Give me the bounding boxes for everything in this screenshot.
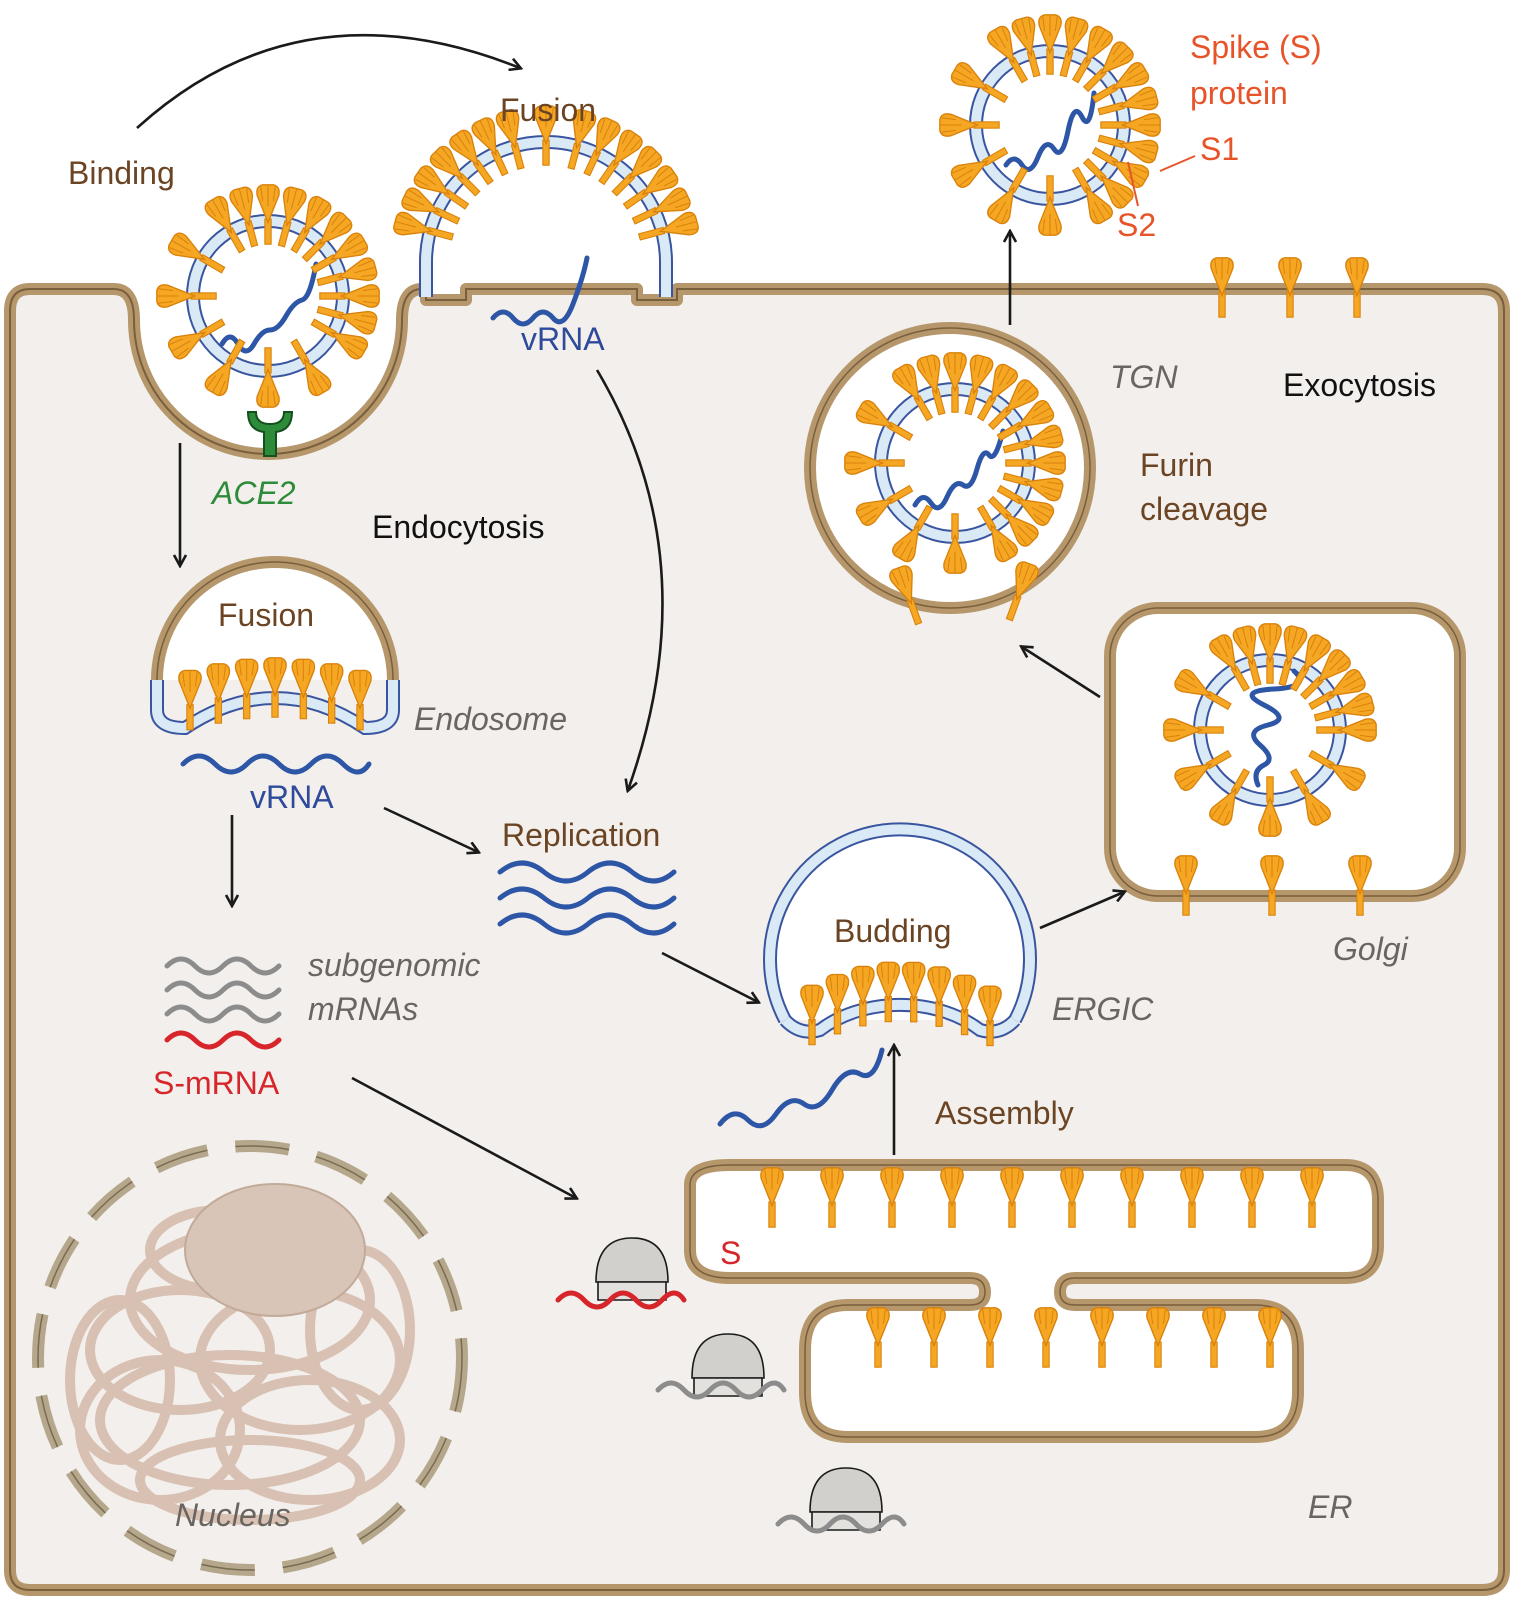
s1-label: S1	[1200, 131, 1239, 167]
spike-protein-label-2: protein	[1190, 75, 1288, 111]
budding-label: Budding	[834, 913, 951, 949]
s-er-label: S	[720, 1235, 741, 1271]
ace2-receptor-icon	[246, 411, 294, 457]
arrows	[136, 33, 1124, 1198]
arrow-replication-to-ergic	[661, 951, 758, 1002]
ergic	[717, 822, 1037, 1129]
s-mrna-label: S-mRNA	[153, 1065, 280, 1101]
tgn-vesicle	[804, 322, 1096, 629]
ribosome-icon	[775, 1467, 907, 1534]
s2-label: S2	[1117, 207, 1156, 243]
vrna-top-label: vRNA	[521, 321, 605, 357]
binding-virion	[156, 184, 380, 408]
endosome	[150, 556, 400, 775]
furin-label-1: Furin	[1140, 447, 1213, 483]
tgn-label: TGN	[1110, 359, 1178, 395]
golgi-label: Golgi	[1333, 931, 1409, 967]
endocytosis-label: Endocytosis	[372, 509, 545, 545]
subgenomic-label-1: subgenomic	[308, 947, 481, 983]
fusion-top-label: Fusion	[500, 92, 596, 128]
replication-label: Replication	[502, 817, 660, 853]
arrow-ergic-to-golgi	[1039, 892, 1124, 930]
arrow-smrna-to-er	[351, 1076, 576, 1198]
ace2-label: ACE2	[210, 475, 296, 511]
arrow-binding-to-fusion	[136, 33, 520, 129]
golgi	[1104, 602, 1466, 916]
exocytosis-label: Exocytosis	[1283, 367, 1436, 403]
ribosome-icon	[555, 1237, 687, 1310]
subgenomic-label-2: mRNAs	[308, 991, 418, 1027]
vrna-endosome-label: vRNA	[250, 779, 334, 815]
released-virion	[939, 14, 1161, 236]
replication-rna	[497, 860, 677, 936]
ergic-label: ERGIC	[1052, 991, 1154, 1027]
nucleus	[32, 1140, 468, 1576]
endosome-label: Endosome	[414, 701, 567, 737]
nucleus-label: Nucleus	[175, 1497, 291, 1533]
binding-label: Binding	[68, 155, 175, 191]
ribosome-icon	[655, 1333, 787, 1400]
arrow-vrna-to-replication	[595, 369, 664, 790]
er	[684, 1159, 1384, 1443]
fusion-endosome-label: Fusion	[218, 597, 314, 633]
subgenomic-mrnas	[164, 956, 282, 1050]
furin-label-2: cleavage	[1140, 491, 1268, 527]
spike-protein-label-1: Spike (S)	[1190, 29, 1322, 65]
fusion-pore	[391, 105, 701, 327]
er-label: ER	[1308, 1489, 1352, 1525]
arrow-golgi-to-tgn	[1022, 647, 1101, 699]
assembly-label: Assembly	[935, 1095, 1074, 1131]
arrow-vrna-to-replication-2	[383, 806, 478, 852]
